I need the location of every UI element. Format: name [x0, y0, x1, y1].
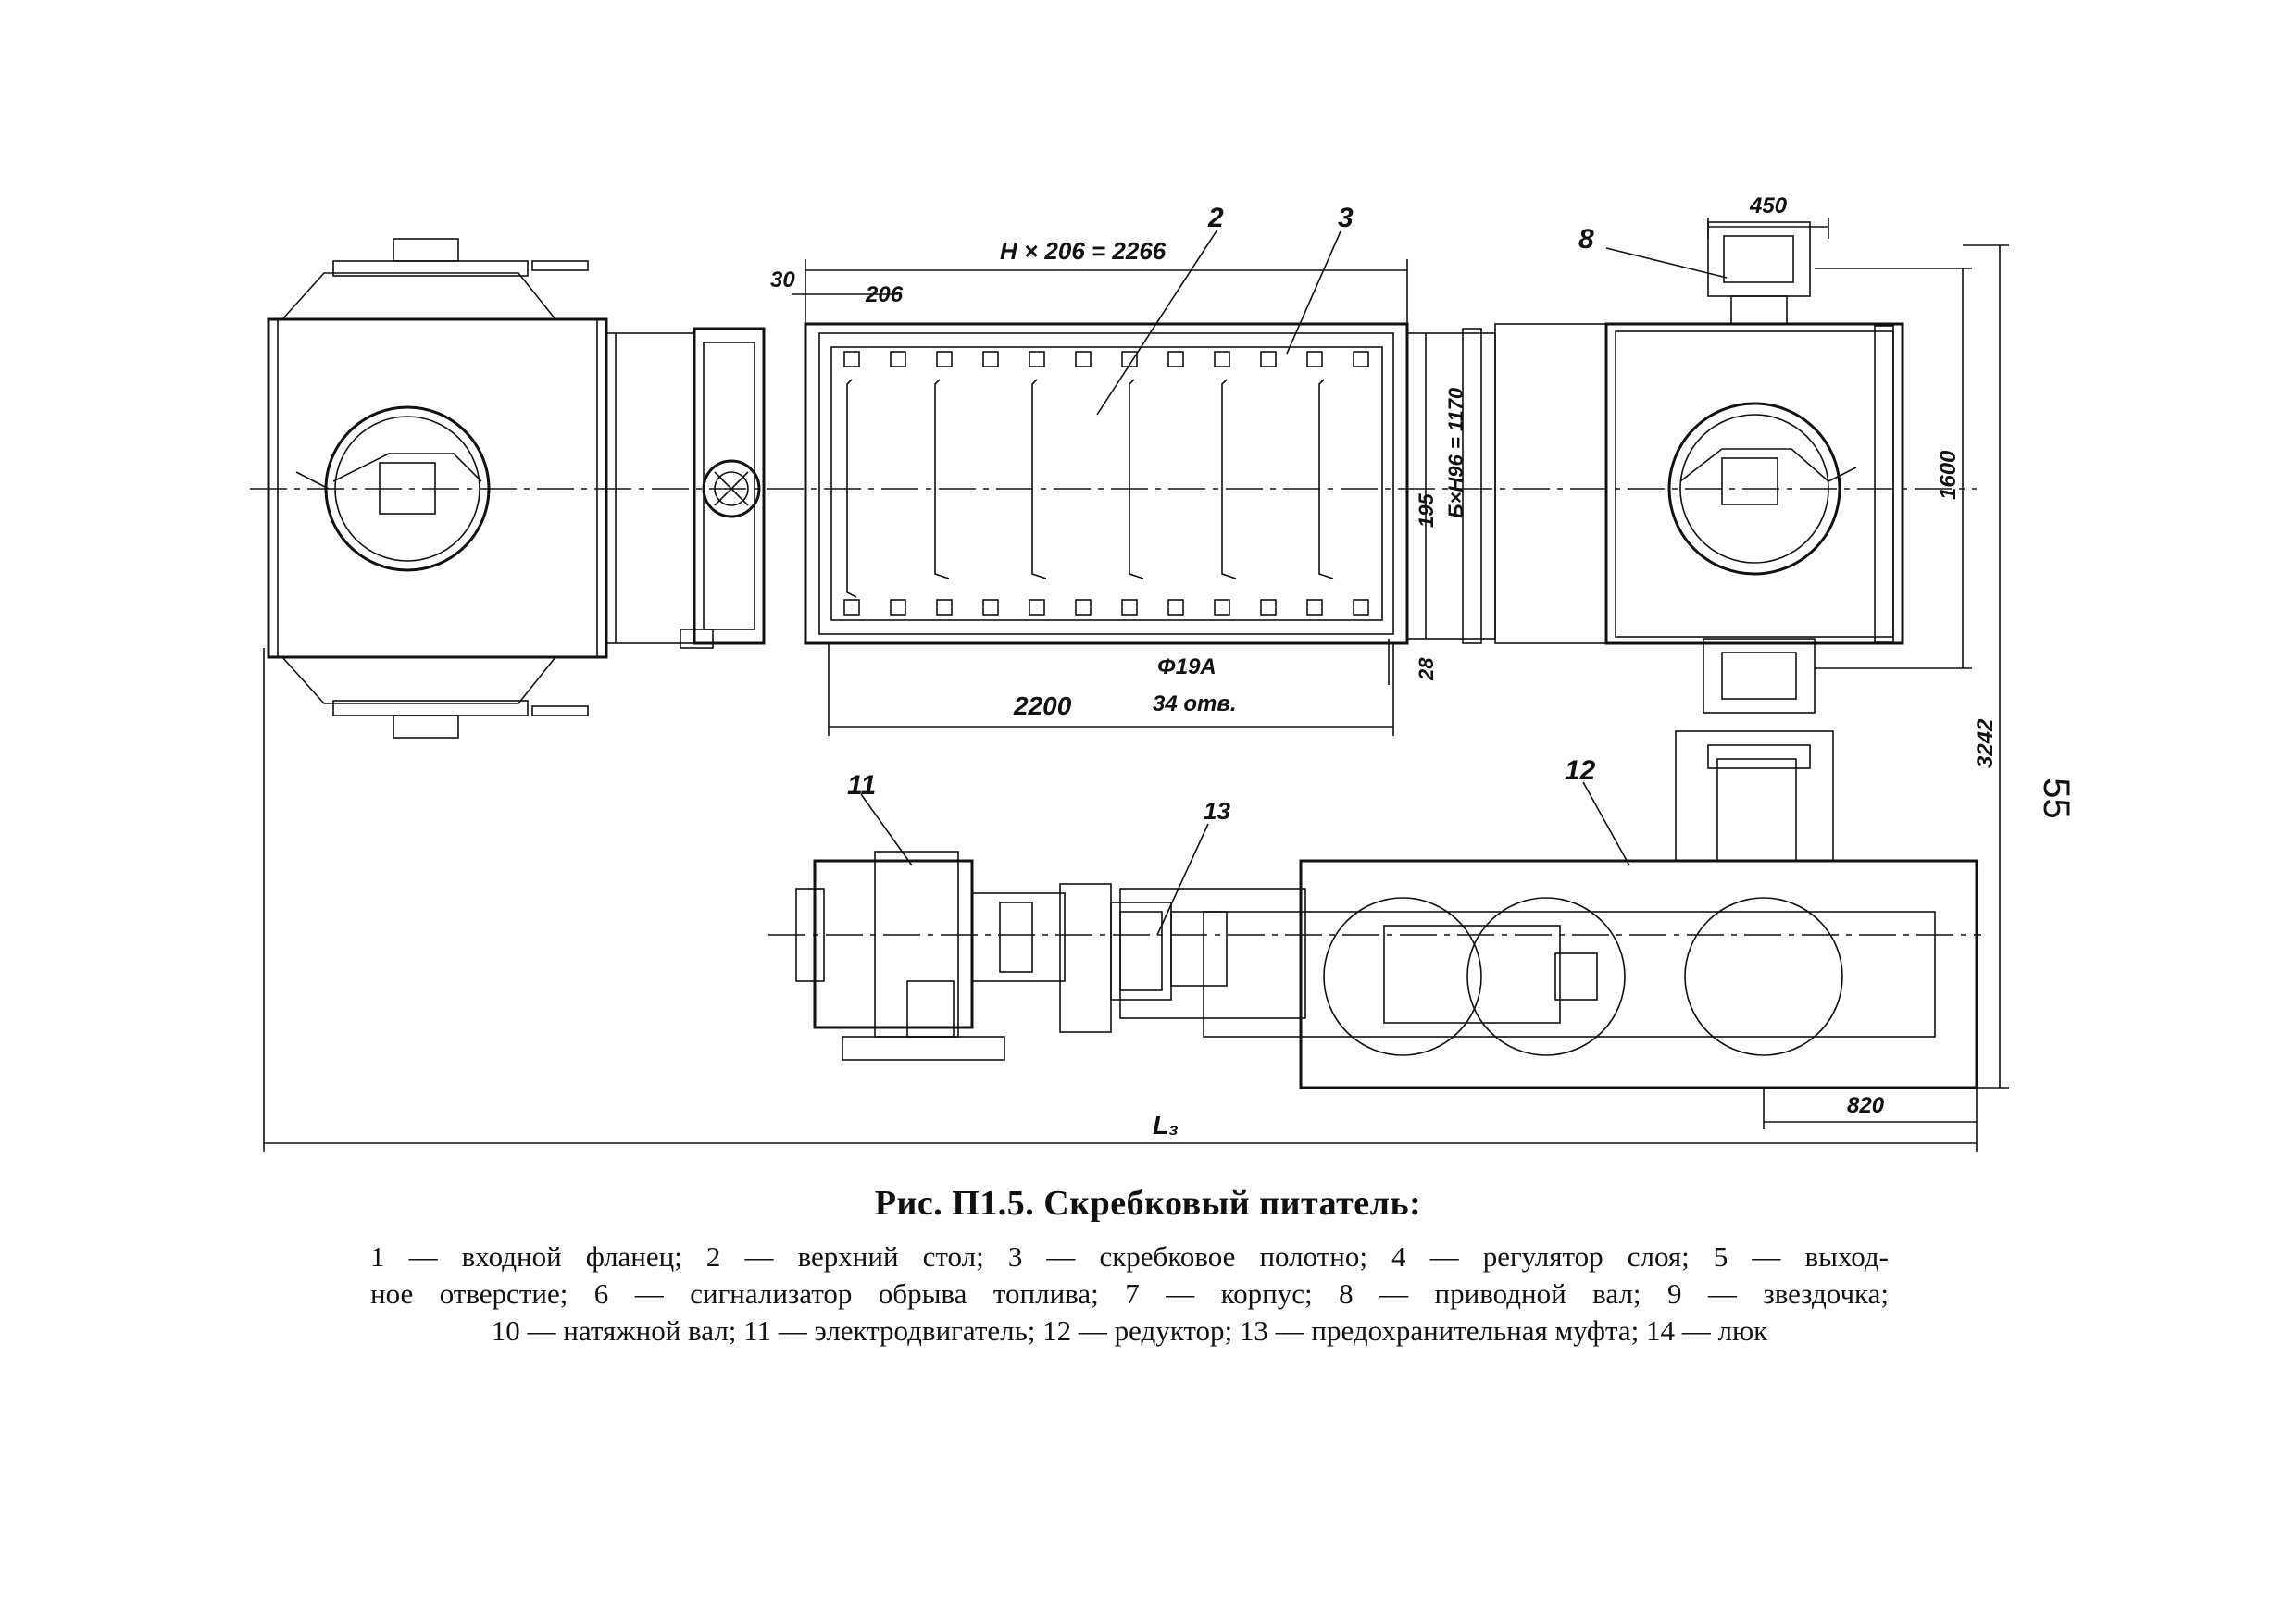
plan-view	[250, 221, 1977, 739]
dim-holes-dia: Φ19A	[1157, 654, 1217, 679]
callout-12: 12	[1565, 755, 1596, 786]
dim-top-span: H × 206 = 2266	[1000, 237, 1167, 265]
dimension-labels: H × 206 = 2266 30 206 2200 Φ19A 34 отв. …	[770, 193, 1998, 1139]
dim-inner-width: Б×Н96 = 1170	[1444, 387, 1467, 518]
dim-3242: 3242	[1973, 718, 1998, 768]
dim-overall-L: L₃	[1153, 1111, 1179, 1139]
dim-1600: 1600	[1936, 450, 1961, 500]
dim-450: 450	[1749, 193, 1788, 218]
dim-206: 206	[865, 282, 904, 307]
scraper-chain-top	[843, 351, 1369, 367]
callout-2: 2	[1207, 203, 1224, 233]
legend-line: 1 — входной фланец; 2 — верхний стол; 3 …	[370, 1240, 1889, 1273]
legend-line: ное отверстие; 6 — сигнализатор обрыва т…	[370, 1277, 1889, 1310]
page-number: 55	[2035, 778, 2077, 819]
scraper-chain-bottom	[843, 599, 1369, 616]
scraper-bars	[846, 379, 1334, 598]
figure-legend: 1 — входной фланец; 2 — верхний стол; 3 …	[370, 1238, 1889, 1350]
dim-2200: 2200	[1013, 691, 1072, 720]
dim-28: 28	[1415, 657, 1438, 681]
dim-30: 30	[770, 268, 795, 292]
callout-8: 8	[1578, 224, 1594, 255]
drive-view	[768, 730, 1981, 1089]
figure-caption-title: Рис. П1.5. Скребковый питатель:	[874, 1184, 1422, 1223]
dim-820: 820	[1847, 1093, 1885, 1118]
dim-195: 195	[1415, 493, 1438, 528]
dim-holes-count: 34 отв.	[1153, 691, 1237, 716]
dimension-lines	[263, 218, 2009, 1152]
callout-3: 3	[1338, 203, 1354, 233]
legend-line: 10 — натяжной вал; 11 — электродвигатель…	[491, 1314, 1768, 1347]
callout-13: 13	[1204, 797, 1230, 825]
callout-11: 11	[847, 770, 876, 801]
